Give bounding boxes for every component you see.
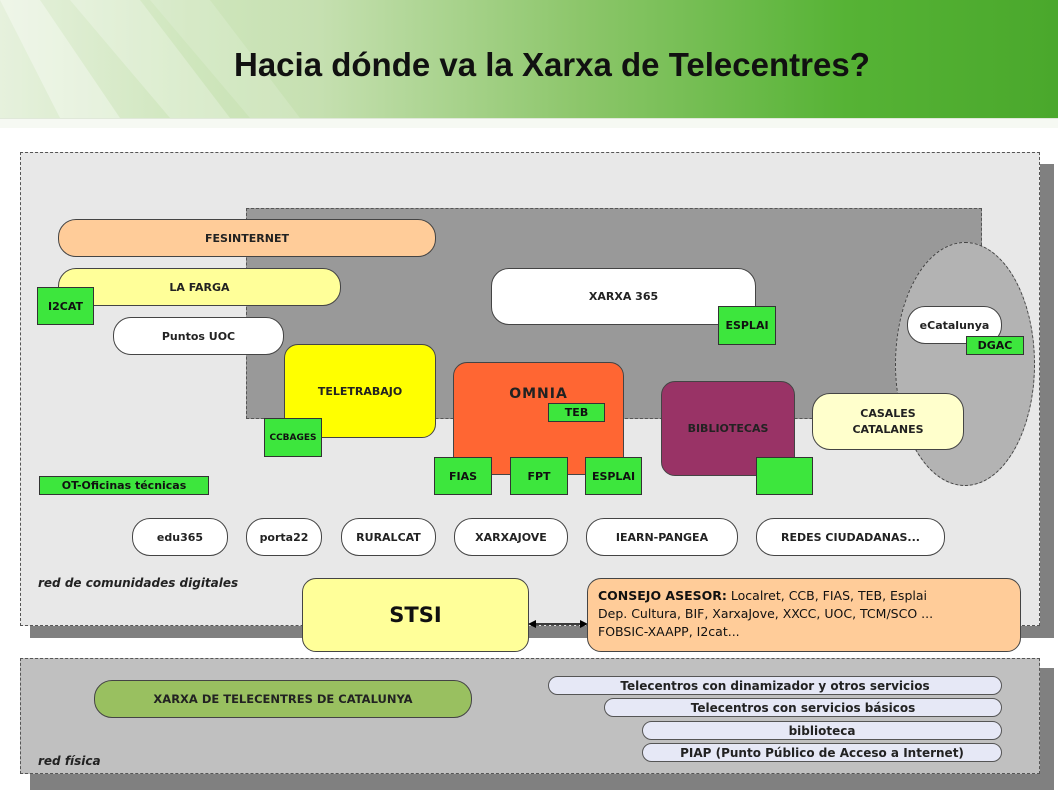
stsi-label: STSI bbox=[389, 603, 442, 627]
level-piap: PIAP (Punto Público de Acceso a Internet… bbox=[642, 743, 1002, 762]
red-comunidades-label: red de comunidades digitales bbox=[38, 576, 239, 590]
dgac-tag: DGAC bbox=[966, 336, 1024, 355]
esplai-omnia-tag: ESPLAI bbox=[585, 457, 642, 495]
xarxa365-pill: XARXA 365 bbox=[491, 268, 756, 325]
teb-tag: TEB bbox=[548, 403, 605, 422]
double-arrow-icon bbox=[528, 620, 588, 628]
header-banner bbox=[0, 0, 1058, 118]
puntos-uoc-pill: Puntos UOC bbox=[113, 317, 284, 355]
level-dinamizador: Telecentros con dinamizador y otros serv… bbox=[548, 676, 1002, 695]
omnia-label: OMNIA bbox=[509, 386, 568, 402]
ccbages-tag: CCBAGES bbox=[264, 418, 322, 457]
casales-pill: CASALES CATALANES bbox=[812, 393, 964, 450]
ot-oficinas-tag: OT-Oficinas técnicas bbox=[39, 476, 209, 495]
fpt-tag: FPT bbox=[510, 457, 568, 495]
consejo-line1: CONSEJO ASESOR: Localret, CCB, FIAS, TEB… bbox=[598, 587, 1010, 605]
level-basicos: Telecentros con servicios básicos bbox=[604, 698, 1002, 717]
esplai-xarxa365-tag: ESPLAI bbox=[718, 306, 776, 345]
consejo-members-3: FOBSIC-XAAPP, I2cat... bbox=[598, 624, 740, 639]
fesinternet-pill: FESINTERNET bbox=[58, 219, 436, 257]
ecatalunya-ellipse bbox=[895, 242, 1035, 486]
community-ruralcat: RURALCAT bbox=[341, 518, 436, 556]
fias-tag: FIAS bbox=[434, 457, 492, 495]
community-porta22: porta22 bbox=[246, 518, 322, 556]
community-iearn-pangea: IEARN-PANGEA bbox=[586, 518, 738, 556]
stsi-box: STSI bbox=[302, 578, 529, 652]
bibliotecas-tag bbox=[756, 457, 813, 495]
consejo-box: CONSEJO ASESOR: Localret, CCB, FIAS, TEB… bbox=[587, 578, 1021, 652]
level-biblioteca: biblioteca bbox=[642, 721, 1002, 740]
consejo-members-1: Localret, CCB, FIAS, TEB, Esplai bbox=[730, 588, 927, 603]
header-stripe bbox=[0, 118, 1058, 128]
community-redes-ciudadanas: REDES CIUDADANAS... bbox=[756, 518, 945, 556]
consejo-heading: CONSEJO ASESOR: bbox=[598, 588, 727, 603]
page-title: Hacia dónde va la Xarxa de Telecentres? bbox=[234, 46, 870, 83]
xarxa-telecentres-pill: XARXA DE TELECENTRES DE CATALUNYA bbox=[94, 680, 472, 718]
red-fisica-label: red física bbox=[38, 754, 101, 768]
community-edu365: edu365 bbox=[132, 518, 228, 556]
leaf-decoration-icon bbox=[0, 0, 300, 118]
community-xarxajove: XARXAJOVE bbox=[454, 518, 568, 556]
la-farga-pill: LA FARGA bbox=[58, 268, 341, 306]
i2cat-tag: I2CAT bbox=[37, 287, 94, 325]
consejo-members-2: Dep. Cultura, BIF, XarxaJove, XXCC, UOC,… bbox=[598, 606, 934, 621]
